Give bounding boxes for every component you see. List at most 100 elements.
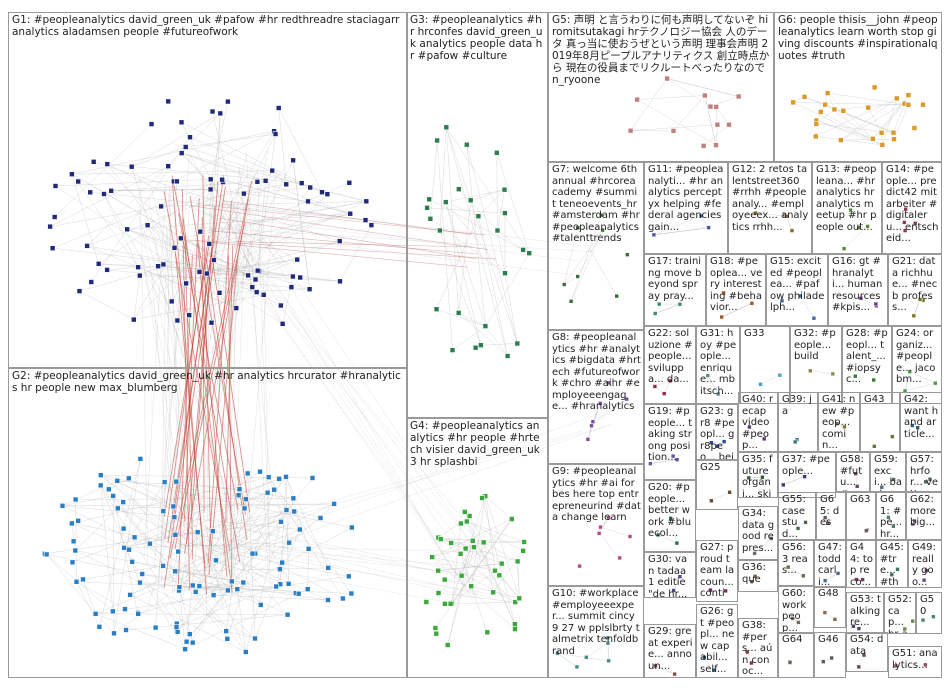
node-g2	[114, 477, 121, 484]
node-g1	[178, 235, 184, 242]
edge-g2	[71, 523, 76, 551]
edge-g3	[480, 343, 518, 346]
node-g2	[126, 546, 132, 553]
node-g42	[909, 423, 915, 428]
edge-g1	[185, 201, 367, 284]
node-g6	[813, 121, 820, 127]
node-g45	[889, 572, 895, 578]
node-g2	[196, 583, 203, 589]
node-g30	[671, 588, 676, 593]
node-g24	[907, 369, 913, 375]
edge-g3	[485, 252, 530, 327]
group-box-g36: G36: que	[738, 560, 778, 592]
group-label-g6: G6: people thisis__john #peopleanalytics…	[778, 14, 938, 62]
node-g46	[820, 659, 826, 664]
node-g3	[427, 216, 434, 222]
edge-g1	[257, 180, 266, 271]
edge-g4	[447, 540, 473, 646]
node-g1	[84, 243, 90, 249]
node-g6	[905, 102, 912, 108]
edge-g1	[160, 201, 367, 207]
edge-g1-g2	[183, 198, 200, 522]
node-g5	[700, 143, 707, 149]
node-g20	[655, 532, 661, 538]
edge-g2	[259, 471, 295, 512]
node-g2	[348, 590, 355, 597]
edge-g1-g7	[223, 203, 586, 247]
node-g3	[520, 247, 526, 253]
node-g56	[785, 564, 791, 570]
node-g1	[178, 119, 185, 126]
node-g34	[768, 536, 774, 541]
edge-g3	[446, 127, 459, 314]
edge-g3	[426, 207, 506, 214]
node-g1	[49, 245, 56, 251]
group-label-g37: G37: #people...	[782, 454, 830, 477]
node-g50	[931, 614, 936, 620]
group-box-g49: G49: really goo...	[908, 540, 942, 588]
node-g55	[803, 520, 808, 525]
node-g40	[747, 424, 752, 430]
edge-g6	[840, 103, 905, 141]
edge-g19	[650, 455, 674, 464]
edge-g1	[209, 213, 351, 245]
edge-g5	[630, 78, 668, 131]
group-label-g26: G26: gt #peopl... new capabil... self...	[700, 606, 735, 675]
node-g6	[878, 130, 885, 136]
group-box-g24: G24: organiz... #people... jacobm...	[892, 326, 942, 404]
node-g1	[254, 179, 261, 185]
node-g52	[902, 626, 908, 632]
edge-g4	[435, 518, 512, 629]
group-box-g40: G40: recap video #peop...	[738, 392, 778, 452]
node-g2	[252, 635, 258, 642]
edge-g6	[792, 102, 909, 106]
node-g4	[462, 545, 469, 552]
node-g65	[825, 520, 831, 526]
edge-g1-g2	[168, 186, 182, 558]
node-g54	[861, 652, 867, 658]
edge-g1-g2	[171, 178, 208, 595]
edge-g5	[630, 124, 718, 131]
node-g4	[468, 583, 475, 590]
node-g1	[47, 223, 53, 230]
node-g4	[520, 547, 526, 554]
node-g1	[363, 198, 370, 205]
edge-g2	[123, 542, 290, 548]
node-g6	[890, 129, 897, 136]
group-box-g2: G2: #peopleanalytics david_green_uk #hr …	[8, 368, 408, 678]
node-g20	[668, 515, 674, 521]
node-g4	[514, 558, 521, 565]
node-g2	[279, 559, 285, 566]
node-g2	[175, 548, 181, 555]
edge-g4	[438, 563, 502, 571]
node-g2	[70, 538, 77, 545]
node-g33	[758, 381, 763, 387]
node-g4	[441, 576, 448, 583]
group-box-g48: G48	[814, 586, 846, 628]
node-g25	[709, 498, 714, 504]
edge-g1-g2	[159, 150, 248, 511]
node-g4	[469, 537, 476, 544]
edge-g3	[497, 230, 518, 344]
node-g3	[455, 186, 462, 192]
group-box-g33: G33	[740, 326, 790, 404]
node-g2	[224, 635, 231, 642]
group-box-g20: G20: #people... better work #bluecol...	[644, 480, 696, 552]
group-label-g53: G53: talking re...	[850, 594, 884, 628]
node-g1	[362, 217, 369, 223]
edge-g1-g2	[169, 180, 253, 559]
edge-g34	[754, 538, 772, 554]
node-g2	[225, 587, 231, 594]
edge-g1	[185, 133, 276, 148]
edge-g3	[446, 127, 530, 254]
edge-g2	[174, 517, 277, 587]
group-box-g13: G13: #peopleana... #hranalytics hr analy…	[812, 162, 882, 254]
group-label-g9: G9: #peopleanalytics #hr #ai forbes here…	[552, 466, 641, 523]
edge-g1	[181, 152, 367, 202]
edge-g3	[452, 325, 486, 351]
group-label-g35: G35: future organi... skip...	[742, 454, 773, 498]
edge-g8	[591, 398, 627, 426]
edge-g1-g2	[163, 190, 171, 551]
edge-g2	[192, 585, 247, 653]
group-label-g24: G24: organiz... #people... jacobm...	[896, 328, 936, 385]
